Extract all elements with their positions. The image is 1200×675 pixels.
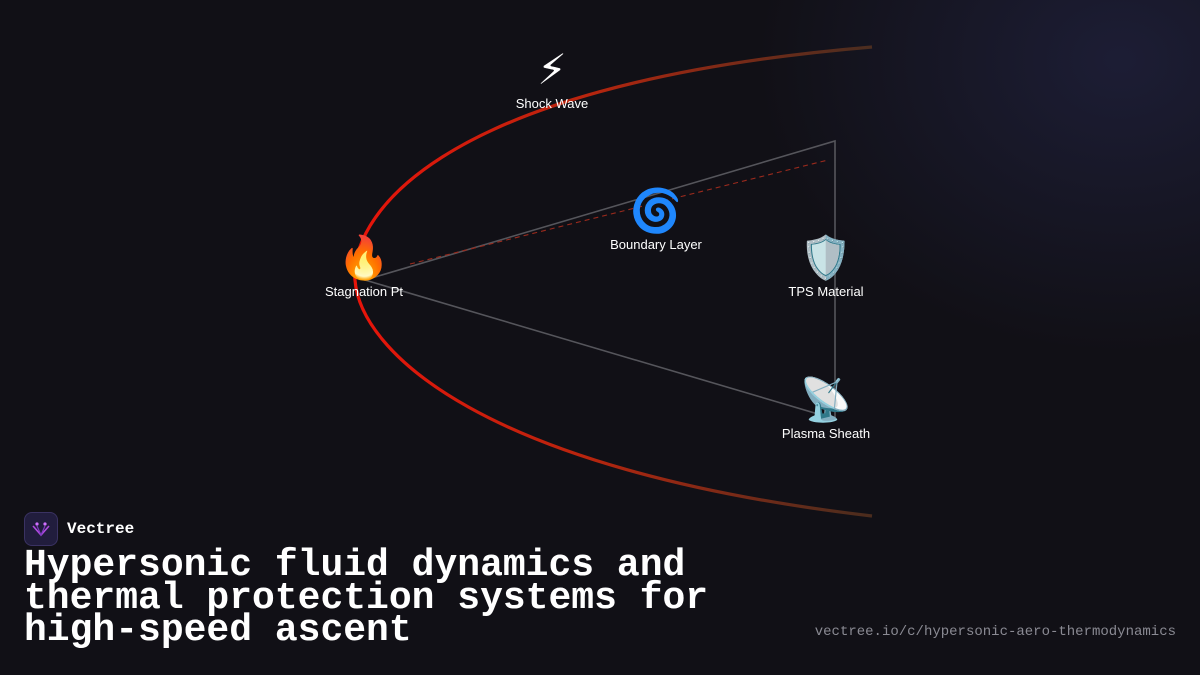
vectree-logo-icon: [24, 512, 58, 546]
node-plasma-sheath: 📡 Plasma Sheath: [782, 376, 870, 442]
satellite-antenna-icon: 📡: [799, 376, 853, 423]
node-label: TPS Material: [788, 284, 864, 299]
node-tps-material: 🛡️ TPS Material: [788, 234, 863, 300]
brand: Vectree: [24, 512, 134, 546]
lightning-icon: ⚡: [537, 46, 567, 93]
brand-name: Vectree: [67, 520, 135, 538]
page-url[interactable]: vectree.io/c/hypersonic-aero-thermodynam…: [814, 624, 1176, 640]
node-label: Stagnation Pt: [324, 284, 404, 299]
node-shock-wave: ⚡ Shock Wave: [516, 46, 589, 112]
cyclone-icon: 🌀: [629, 187, 683, 234]
node-label: Shock Wave: [515, 96, 589, 111]
shield-icon: 🛡️: [799, 234, 853, 281]
node-label: Boundary Layer: [610, 237, 702, 252]
page-title: Hypersonic fluid dynamics and thermal pr…: [24, 544, 709, 652]
shock-wave-curve: [353, 45, 873, 518]
fire-icon: 🔥: [337, 234, 391, 281]
node-stagnation-pt: 🔥 Stagnation Pt: [325, 234, 403, 300]
node-label: Plasma Sheath: [781, 426, 871, 441]
vehicle-outline: [362, 139, 836, 421]
node-boundary-layer: 🌀 Boundary Layer: [610, 187, 702, 253]
